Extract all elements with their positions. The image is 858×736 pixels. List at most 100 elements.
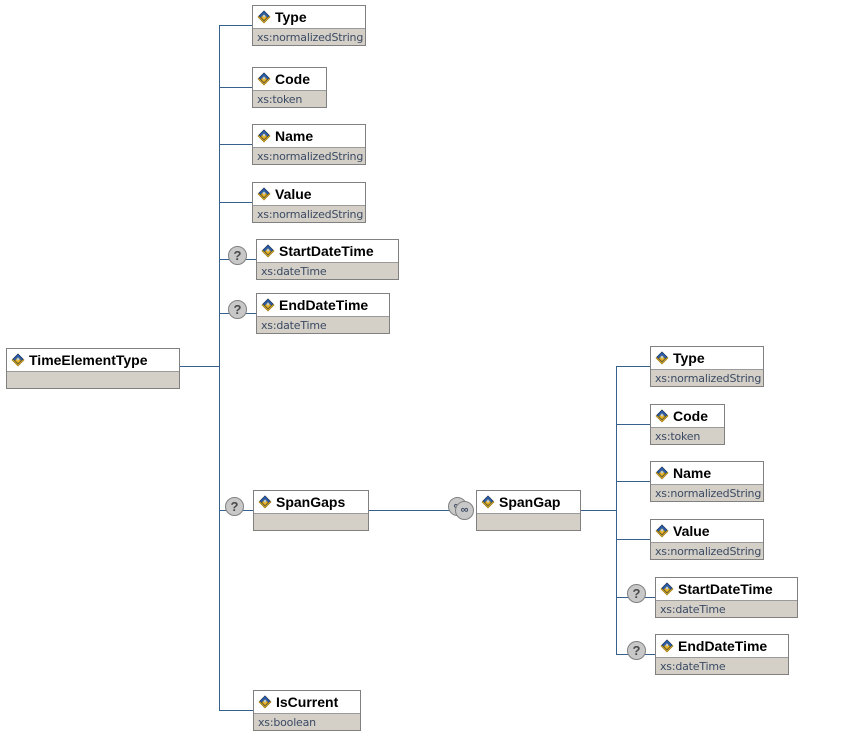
occurrence-marker-enddatetime: ? xyxy=(228,300,247,319)
schema-node-spangap-type[interactable]: Type xs:normalizedString xyxy=(650,346,764,387)
node-type xyxy=(254,513,368,530)
node-label: EndDateTime xyxy=(678,638,768,654)
element-icon xyxy=(660,639,674,653)
node-type: xs:boolean xyxy=(254,713,360,730)
element-icon xyxy=(257,129,271,143)
node-name-row: TimeElementType xyxy=(7,349,179,371)
node-label: EndDateTime xyxy=(279,297,369,313)
node-name-row: Code xyxy=(651,405,724,427)
node-name-row: StartDateTime xyxy=(656,578,797,600)
element-icon xyxy=(258,695,272,709)
node-name-row: Type xyxy=(651,347,763,369)
node-label: IsCurrent xyxy=(276,694,339,710)
occurrence-marker-spangaps: ? xyxy=(225,497,244,516)
node-name-row: Name xyxy=(253,125,365,147)
occurrence-marker-unbounded: ∞ xyxy=(455,501,474,520)
schema-node-value[interactable]: Value xs:normalizedString xyxy=(252,182,366,223)
node-name-row: EndDateTime xyxy=(656,635,788,657)
schema-node-type[interactable]: Type xs:normalizedString xyxy=(252,5,366,46)
node-label: Code xyxy=(275,71,310,87)
element-icon xyxy=(655,524,669,538)
element-icon xyxy=(655,351,669,365)
schema-node-name[interactable]: Name xs:normalizedString xyxy=(252,124,366,165)
node-type: xs:token xyxy=(651,427,724,444)
left-trunk-line xyxy=(219,25,220,710)
element-icon xyxy=(257,187,271,201)
node-name-row: EndDateTime xyxy=(257,294,389,316)
node-name-row: Type xyxy=(253,6,365,28)
schema-node-iscurrent[interactable]: IsCurrent xs:boolean xyxy=(253,690,361,731)
spangaps-to-spangap-line xyxy=(369,510,455,511)
stub-line-spangap-type xyxy=(616,366,650,367)
schema-node-spangap[interactable]: SpanGap xyxy=(476,490,581,531)
schema-node-startdatetime[interactable]: StartDateTime xs:dateTime xyxy=(256,239,399,280)
node-label: Type xyxy=(673,350,705,366)
node-name-row: StartDateTime xyxy=(257,240,398,262)
element-icon xyxy=(481,495,495,509)
spangap-stub-line xyxy=(581,510,616,511)
root-stub-line xyxy=(180,366,219,367)
right-trunk-line xyxy=(616,366,617,654)
element-icon xyxy=(261,298,275,312)
node-type: xs:token xyxy=(253,90,326,107)
stub-line-name xyxy=(219,144,252,145)
schema-node-code[interactable]: Code xs:token xyxy=(252,67,327,108)
node-label: Name xyxy=(275,128,314,144)
stub-line-spangap-value xyxy=(616,539,650,540)
node-name-row: Name xyxy=(651,462,763,484)
occurrence-marker-enddatetime: ? xyxy=(627,641,646,660)
schema-root-node[interactable]: TimeElementType xyxy=(6,348,180,389)
element-icon xyxy=(257,10,271,24)
schema-node-spangap-code[interactable]: Code xs:token xyxy=(650,404,725,445)
node-type: xs:normalizedString xyxy=(651,542,763,559)
stub-line-spangap-name xyxy=(616,481,650,482)
stub-line-code xyxy=(219,87,252,88)
node-type: xs:dateTime xyxy=(656,600,797,617)
node-label: TimeElementType xyxy=(29,352,148,368)
node-label: Name xyxy=(673,465,712,481)
node-name-row: SpanGap xyxy=(477,491,580,513)
node-label: SpanGaps xyxy=(276,494,346,510)
node-type: xs:normalizedString xyxy=(253,147,365,164)
schema-node-enddatetime[interactable]: EndDateTime xs:dateTime xyxy=(256,293,390,334)
stub-line-type xyxy=(219,25,252,26)
node-label: Value xyxy=(275,186,312,202)
node-name-row: SpanGaps xyxy=(254,491,368,513)
stub-line-spangap-code xyxy=(616,424,650,425)
stub-line-value xyxy=(219,202,252,203)
node-type: xs:dateTime xyxy=(257,316,389,333)
node-type: xs:normalizedString xyxy=(253,28,365,45)
node-type: xs:dateTime xyxy=(257,262,398,279)
node-type xyxy=(7,371,179,388)
occurrence-marker-startdatetime: ? xyxy=(627,584,646,603)
node-name-row: Value xyxy=(651,520,763,542)
node-label: Code xyxy=(673,408,708,424)
schema-node-spangap-enddatetime[interactable]: EndDateTime xs:dateTime xyxy=(655,634,789,675)
element-icon xyxy=(257,72,271,86)
element-icon xyxy=(258,495,272,509)
stub-line-iscurrent xyxy=(219,710,253,711)
node-label: Value xyxy=(673,523,710,539)
node-label: StartDateTime xyxy=(678,581,773,597)
node-label: Type xyxy=(275,9,307,25)
schema-node-spangap-startdatetime[interactable]: StartDateTime xs:dateTime xyxy=(655,577,798,618)
node-type: xs:normalizedString xyxy=(253,205,365,222)
element-icon xyxy=(655,409,669,423)
schema-node-spangap-value[interactable]: Value xs:normalizedString xyxy=(650,519,764,560)
element-icon xyxy=(261,244,275,258)
element-icon xyxy=(660,582,674,596)
occurrence-marker-startdatetime: ? xyxy=(228,246,247,265)
node-name-row: Code xyxy=(253,68,326,90)
node-name-row: Value xyxy=(253,183,365,205)
element-icon xyxy=(11,353,25,367)
schema-node-spangaps[interactable]: SpanGaps xyxy=(253,490,369,531)
node-label: StartDateTime xyxy=(279,243,374,259)
node-type xyxy=(477,513,580,530)
node-type: xs:normalizedString xyxy=(651,484,763,501)
node-type: xs:normalizedString xyxy=(651,369,763,386)
element-icon xyxy=(655,466,669,480)
schema-node-spangap-name[interactable]: Name xs:normalizedString xyxy=(650,461,764,502)
node-name-row: IsCurrent xyxy=(254,691,360,713)
node-type: xs:dateTime xyxy=(656,657,788,674)
